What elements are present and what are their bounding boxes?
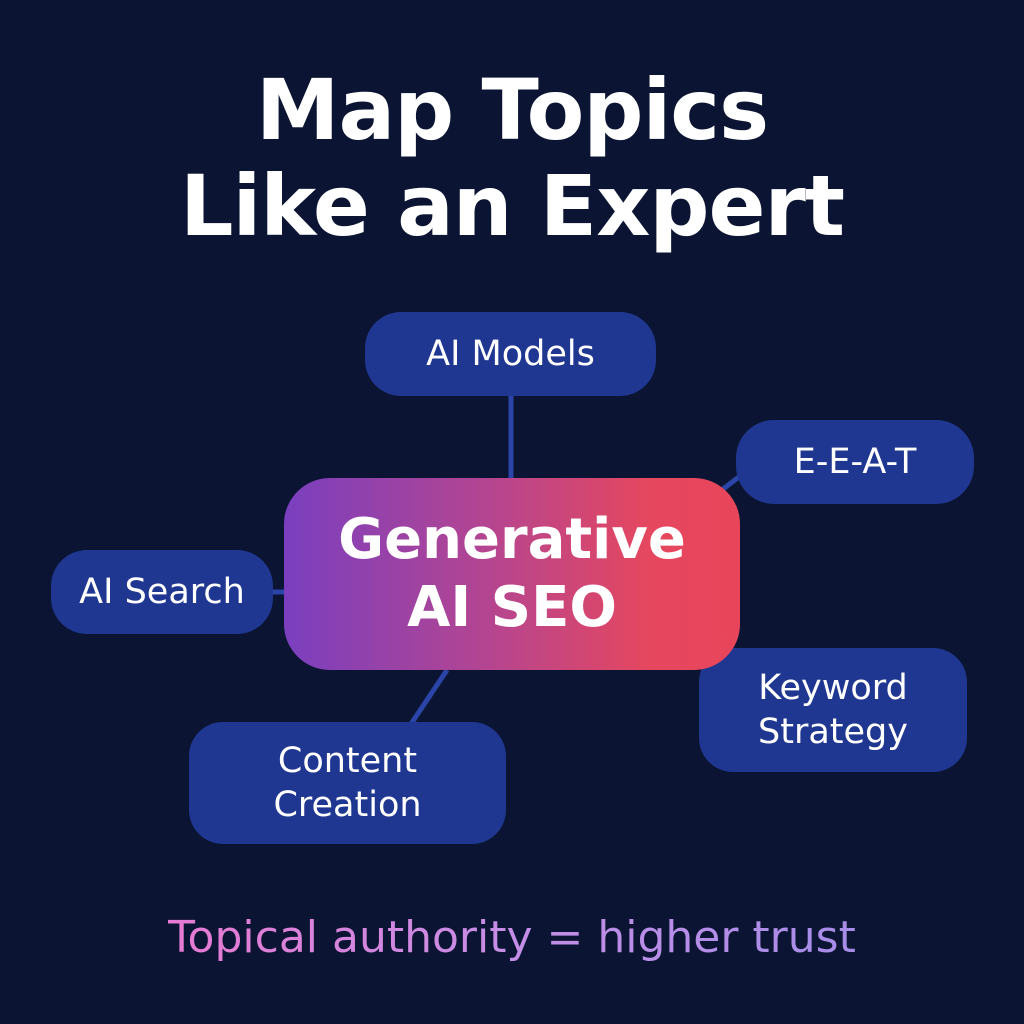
node-eeat-label: E-E-A-T	[793, 442, 917, 482]
node-keyword-strategy-line-2: Strategy	[758, 712, 908, 752]
title-line-2: Like an Expert	[179, 157, 845, 255]
node-ai-models-label: AI Models	[426, 334, 595, 374]
node-ai-search[interactable]: AI Search	[51, 550, 273, 634]
node-eeat[interactable]: E-E-A-T	[736, 420, 974, 504]
title-line-1: Map Topics	[255, 61, 769, 159]
node-content-creation-line-2: Creation	[273, 785, 422, 825]
connector-content-creation	[408, 668, 450, 726]
tagline: Topical authority = higher trust	[0, 908, 1024, 968]
center-node-line-2: AI SEO	[407, 575, 617, 640]
node-keyword-strategy[interactable]: Keyword Strategy	[699, 648, 967, 772]
tagline-text: Topical authority = higher trust	[168, 912, 856, 963]
center-node-generative-ai-seo[interactable]: Generative AI SEO	[284, 478, 740, 670]
node-keyword-strategy-line-1: Keyword	[758, 668, 908, 708]
node-ai-search-label: AI Search	[79, 572, 245, 612]
node-content-creation-line-1: Content	[277, 741, 418, 781]
page-title: Map Topics Like an Expert	[0, 62, 1024, 254]
center-node-line-1: Generative	[338, 507, 686, 572]
node-content-creation[interactable]: Content Creation	[189, 722, 506, 844]
node-ai-models[interactable]: AI Models	[365, 312, 656, 396]
